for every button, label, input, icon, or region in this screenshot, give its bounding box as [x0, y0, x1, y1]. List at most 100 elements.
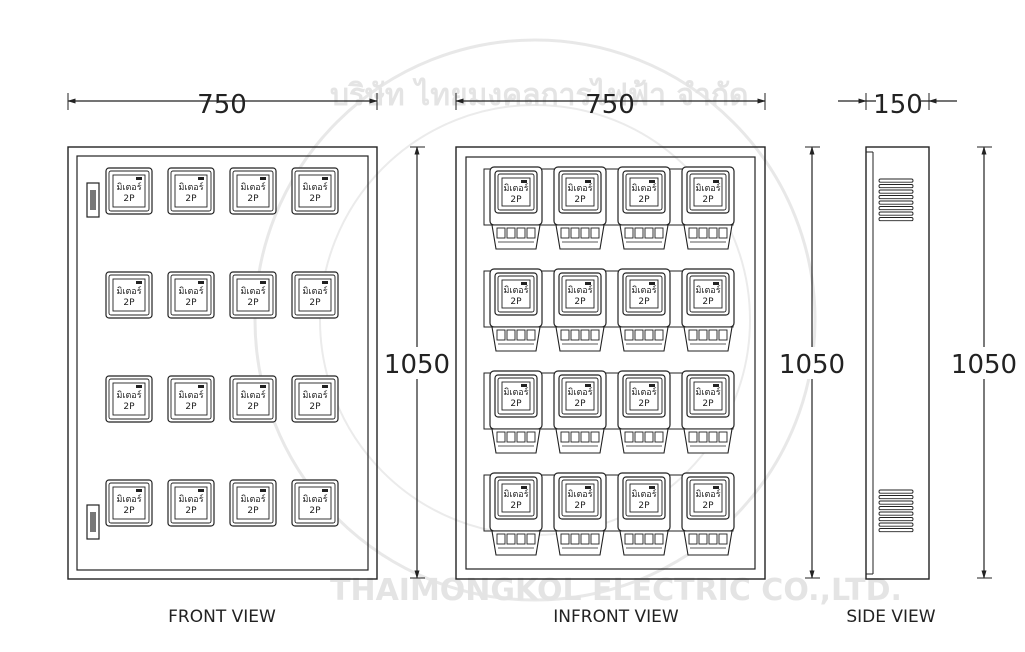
- front-meter-window: มิเตอร์2P: [229, 271, 277, 319]
- infront-meter-unit: มิเตอร์2P: [681, 472, 735, 556]
- side-view-label: SIDE VIEW: [846, 607, 935, 627]
- infront-meter-rating-label: 2P: [702, 297, 714, 307]
- infront-meter-brand-label: มิเตอร์: [631, 386, 656, 398]
- front-meter-window: มิเตอร์2P: [229, 167, 277, 215]
- infront-meter-rating-label: 2P: [638, 297, 650, 307]
- infront-meter-brand-label: มิเตอร์: [503, 182, 528, 194]
- front-meter-window: มิเตอร์2P: [167, 375, 215, 423]
- infront-meter-unit: มิเตอร์2P: [681, 166, 735, 250]
- infront-meter-unit: มิเตอร์2P: [489, 472, 543, 556]
- infront-meter-brand-label: มิเตอร์: [695, 488, 720, 500]
- front-meter-window: มิเตอร์2P: [105, 271, 153, 319]
- front-meter-rating-label: 2P: [309, 402, 321, 412]
- infront-cabinet-outline: [455, 146, 766, 580]
- front-meter-rating-label: 2P: [247, 298, 259, 308]
- front-meter-window: มิเตอร์2P: [291, 271, 339, 319]
- infront-meter-unit: มิเตอร์2P: [681, 268, 735, 352]
- infront-meter-rating-label: 2P: [574, 195, 586, 205]
- front-meter-brand-label: มิเตอร์: [302, 285, 327, 297]
- side-height-label: 1050: [951, 350, 1017, 380]
- front-meter-rating-label: 2P: [123, 298, 135, 308]
- infront-height-label: 1050: [779, 350, 845, 380]
- infront-meter-brand-label: มิเตอร์: [631, 488, 656, 500]
- infront-meter-rating-label: 2P: [702, 195, 714, 205]
- infront-width-label: 750: [585, 90, 635, 120]
- front-meter-window: มิเตอร์2P: [167, 167, 215, 215]
- front-height-label: 1050: [384, 350, 450, 380]
- front-meter-brand-label: มิเตอร์: [178, 181, 203, 193]
- front-view-label: FRONT VIEW: [168, 607, 276, 627]
- front-height-dimension: 1050: [382, 146, 452, 579]
- front-meter-brand-label: มิเตอร์: [178, 285, 203, 297]
- front-meter-brand-label: มิเตอร์: [240, 389, 265, 401]
- infront-meter-rating-label: 2P: [574, 399, 586, 409]
- front-meter-window: มิเตอร์2P: [105, 167, 153, 215]
- infront-meter-unit: มิเตอร์2P: [553, 166, 607, 250]
- infront-view-label: INFRONT VIEW: [553, 607, 679, 627]
- infront-meter-unit: มิเตอร์2P: [553, 370, 607, 454]
- front-meter-grid: มิเตอร์2Pมิเตอร์2Pมิเตอร์2Pมิเตอร์2Pมิเต…: [105, 167, 339, 527]
- infront-meter-rating-label: 2P: [510, 195, 522, 205]
- front-meter-window: มิเตอร์2P: [105, 479, 153, 527]
- infront-meter-unit: มิเตอร์2P: [617, 370, 671, 454]
- infront-meter-brand-label: มิเตอร์: [567, 488, 592, 500]
- infront-meter-unit: มิเตอร์2P: [553, 472, 607, 556]
- front-meter-brand-label: มิเตอร์: [116, 389, 141, 401]
- infront-meter-unit: มิเตอร์2P: [489, 370, 543, 454]
- infront-meter-brand-label: มิเตอร์: [695, 182, 720, 194]
- watermark-thai: บริษัท ไทยมงคลการไฟฟ้า จำกัด: [330, 77, 749, 113]
- front-meter-rating-label: 2P: [247, 194, 259, 204]
- infront-meter-brand-label: มิเตอร์: [503, 488, 528, 500]
- front-door-panel: [76, 155, 369, 571]
- front-meter-window: มิเตอร์2P: [291, 479, 339, 527]
- front-meter-brand-label: มิเตอร์: [116, 285, 141, 297]
- front-meter-brand-label: มิเตอร์: [178, 493, 203, 505]
- infront-meter-brand-label: มิเตอร์: [503, 386, 528, 398]
- front-meter-rating-label: 2P: [185, 402, 197, 412]
- front-hinge-bottom: [86, 504, 100, 540]
- front-meter-window: มิเตอร์2P: [291, 375, 339, 423]
- infront-meter-unit: มิเตอร์2P: [617, 166, 671, 250]
- infront-meter-unit: มิเตอร์2P: [553, 268, 607, 352]
- infront-meter-brand-label: มิเตอร์: [631, 182, 656, 194]
- front-meter-brand-label: มิเตอร์: [116, 181, 141, 193]
- infront-meter-brand-label: มิเตอร์: [503, 284, 528, 296]
- infront-meter-rating-label: 2P: [638, 195, 650, 205]
- infront-meter-unit: มิเตอร์2P: [489, 268, 543, 352]
- infront-meter-unit: มิเตอร์2P: [617, 268, 671, 352]
- infront-height-dimension: 1050: [777, 146, 847, 579]
- infront-mounting-plate: [465, 156, 756, 570]
- infront-meter-unit: มิเตอร์2P: [681, 370, 735, 454]
- front-meter-rating-label: 2P: [185, 194, 197, 204]
- watermark-logo: บริษัท ไทยมงคลการไฟฟ้า จำกัด THAIMONGKOL…: [253, 38, 902, 608]
- front-meter-window: มิเตอร์2P: [167, 271, 215, 319]
- infront-meter-grid: มิเตอร์2Pมิเตอร์2Pมิเตอร์2Pมิเตอร์2Pมิเต…: [483, 166, 735, 556]
- front-meter-rating-label: 2P: [309, 506, 321, 516]
- infront-meter-rating-label: 2P: [510, 297, 522, 307]
- side-vent-bottom: [878, 489, 914, 533]
- front-cabinet-outline: [67, 146, 378, 580]
- front-width-label: 750: [197, 90, 247, 120]
- front-meter-rating-label: 2P: [247, 402, 259, 412]
- infront-view: 750 มิเตอร์2Pมิเตอร์2Pมิเตอร์2Pมิเตอร์2P…: [455, 90, 766, 627]
- infront-meter-brand-label: มิเตอร์: [631, 284, 656, 296]
- front-meter-brand-label: มิเตอร์: [178, 389, 203, 401]
- front-meter-rating-label: 2P: [123, 402, 135, 412]
- front-meter-window: มิเตอร์2P: [291, 167, 339, 215]
- front-meter-brand-label: มิเตอร์: [302, 181, 327, 193]
- front-meter-brand-label: มิเตอร์: [302, 493, 327, 505]
- infront-meter-rating-label: 2P: [638, 399, 650, 409]
- infront-meter-rating-label: 2P: [510, 501, 522, 511]
- front-meter-window: มิเตอร์2P: [167, 479, 215, 527]
- infront-meter-brand-label: มิเตอร์: [695, 386, 720, 398]
- infront-meter-rating-label: 2P: [702, 501, 714, 511]
- infront-meter-unit: มิเตอร์2P: [489, 166, 543, 250]
- infront-meter-rating-label: 2P: [638, 501, 650, 511]
- infront-meter-rating-label: 2P: [510, 399, 522, 409]
- front-meter-rating-label: 2P: [123, 506, 135, 516]
- front-meter-rating-label: 2P: [123, 194, 135, 204]
- front-meter-window: มิเตอร์2P: [229, 479, 277, 527]
- front-meter-window: มิเตอร์2P: [105, 375, 153, 423]
- front-meter-brand-label: มิเตอร์: [240, 493, 265, 505]
